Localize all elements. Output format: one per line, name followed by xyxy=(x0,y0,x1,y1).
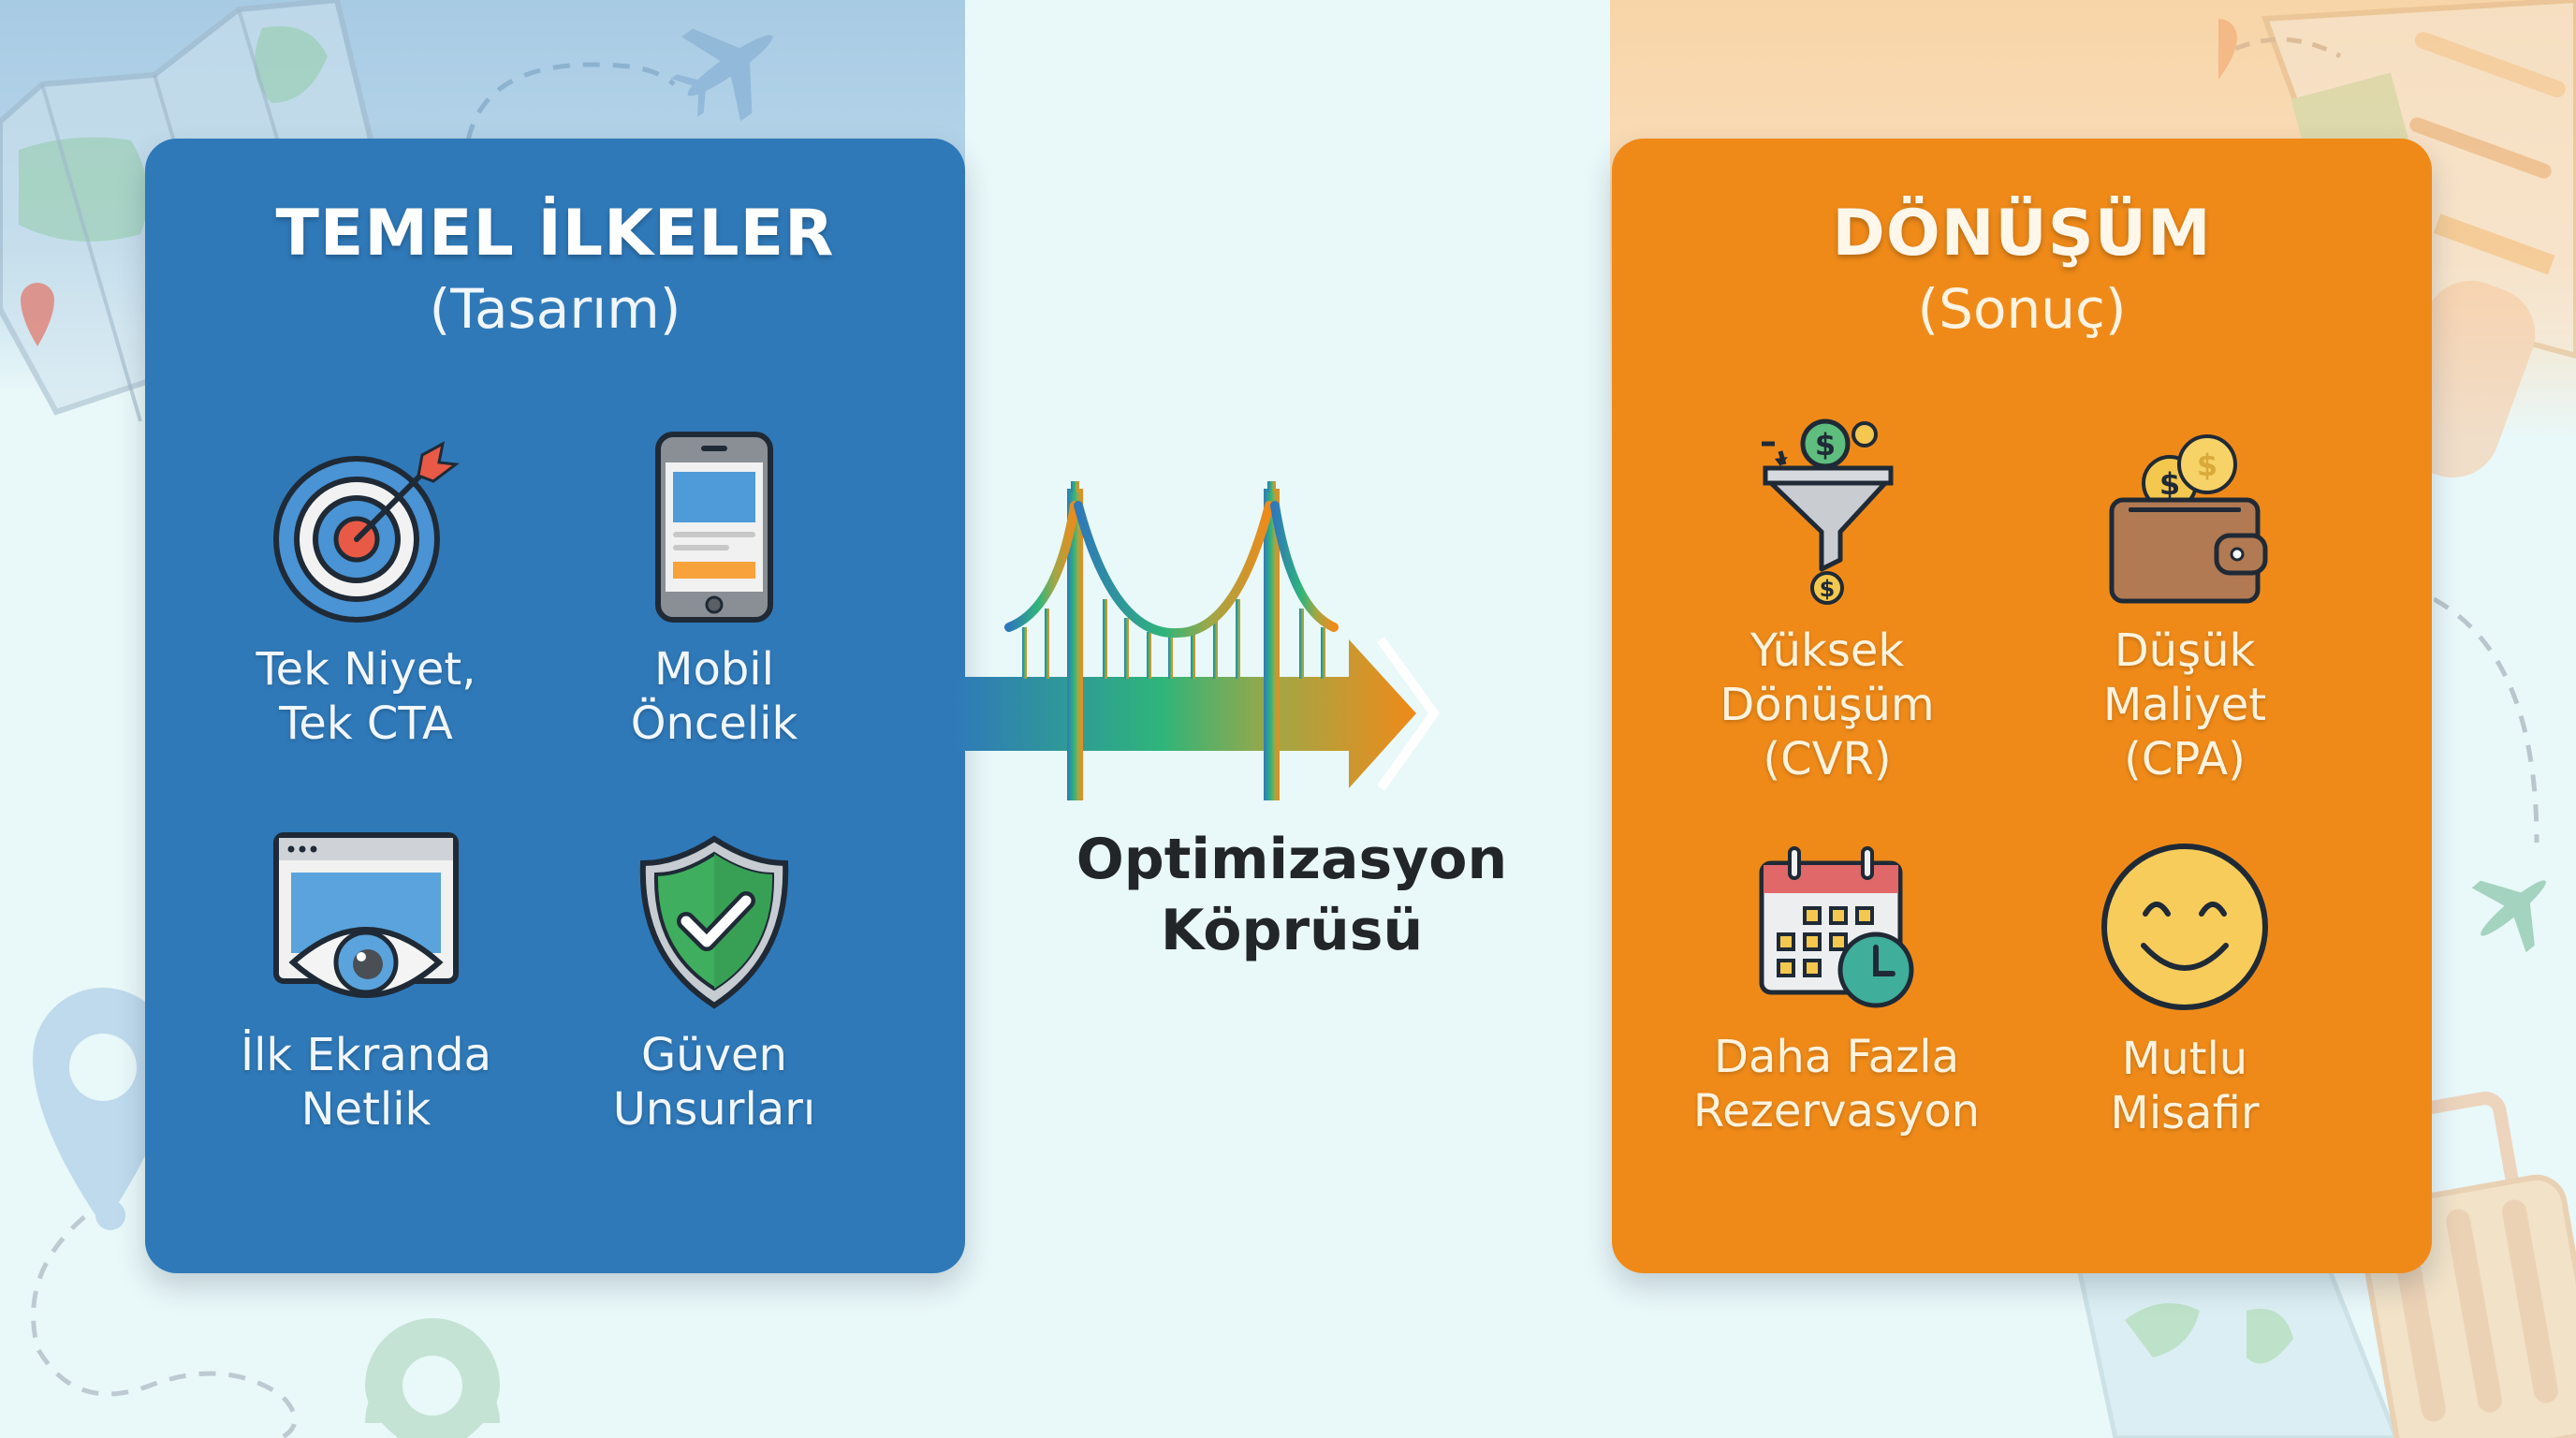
item-label: Yüksek Dönüşüm (CVR) xyxy=(1720,624,1935,785)
principle-single-intent: Tek Niyet, Tek CTA xyxy=(179,436,553,751)
target-icon xyxy=(273,441,460,623)
item-label: Güven Unsurları xyxy=(612,1029,816,1136)
conversion-results-panel: DÖNÜŞÜM (Sonuç) $ $ Yüksek Dönüşüm (CVR)… xyxy=(1612,139,2432,1273)
principle-mobile-first: Mobil Öncelik xyxy=(527,431,901,751)
browser-eye-icon xyxy=(273,832,459,998)
result-more-bookings: Daha Fazla Rezervasyon xyxy=(1649,843,2024,1138)
item-label: Daha Fazla Rezervasyon xyxy=(1692,1031,1981,1137)
panel-subtitle: (Tasarım) xyxy=(429,277,681,341)
calendar-clock-icon xyxy=(1759,846,1914,1008)
result-high-conversion: $ $ Yüksek Dönüşüm (CVR) xyxy=(1640,418,2014,786)
item-label: İlk Ekranda Netlik xyxy=(240,1029,492,1136)
result-low-cost: $ $ Düşük Maliyet (CPA) xyxy=(1998,431,2372,786)
principle-trust-elements: Güven Unsurları xyxy=(527,835,901,1137)
item-label: Mutlu Misafir xyxy=(2110,1033,2260,1139)
shield-check-icon xyxy=(639,835,789,1009)
item-label: Düşük Maliyet (CPA) xyxy=(2102,624,2267,785)
svg-text:$: $ xyxy=(1815,427,1836,462)
smiley-face-icon xyxy=(2101,844,2268,1010)
mobile-phone-icon xyxy=(655,432,773,623)
bridge-caption-line1: Optimizasyon xyxy=(1076,827,1508,892)
funnel-money-icon: $ $ xyxy=(1762,418,1894,605)
result-happy-guest: Mutlu Misafir xyxy=(1998,841,2372,1140)
wallet-coins-icon: $ $ xyxy=(2109,434,2268,604)
svg-text:$: $ xyxy=(2197,448,2217,483)
airplane-icon xyxy=(2434,596,2546,953)
item-label: Mobil Öncelik xyxy=(630,643,798,750)
panel-subtitle: (Sonuç) xyxy=(1917,277,2127,341)
principle-above-fold-clarity: İlk Ekranda Netlik xyxy=(179,831,553,1137)
panel-title: TEMEL İLKELER xyxy=(275,197,835,271)
bridge-caption: Optimizasyon Köprüsü xyxy=(1030,824,1554,966)
svg-text:$: $ xyxy=(2159,466,2180,502)
svg-text:$: $ xyxy=(1820,576,1836,602)
item-label: Tek Niyet, Tek CTA xyxy=(256,643,476,750)
design-principles-panel: TEMEL İLKELER (Tasarım) Tek Niyet, Tek C… xyxy=(145,139,965,1273)
panel-title: DÖNÜŞÜM xyxy=(1832,197,2212,271)
bridge-caption-line2: Köprüsü xyxy=(1160,898,1424,963)
bridge-arrow-icon xyxy=(955,481,1441,800)
